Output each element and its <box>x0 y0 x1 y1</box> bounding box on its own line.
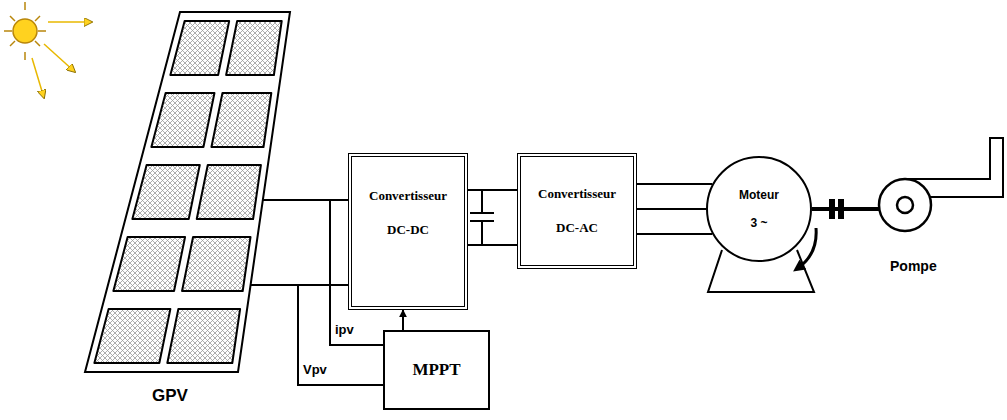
text-group: Convertisseur DC-DC <box>358 179 458 247</box>
pump-symbol: Pompe <box>850 120 1005 285</box>
text-group: GPV <box>120 386 220 406</box>
motor-circle: Moteur 3 ~ <box>705 155 813 263</box>
wire-line <box>637 208 706 210</box>
node-label: Convertisseur DC-DC <box>358 179 458 247</box>
wire-line <box>468 244 517 246</box>
mppt-box: MPPT <box>383 330 490 410</box>
node-label: Convertisseur DC-AC <box>527 177 627 245</box>
wire-line <box>637 233 712 235</box>
text-group: MPPT <box>412 360 460 380</box>
connector-wire <box>251 200 348 285</box>
node-label: GPV <box>120 386 220 406</box>
sunlight-arrows <box>32 22 92 98</box>
dc-ac-inverter: Convertisseur DC-AC <box>517 153 637 269</box>
node-label: MPPT <box>412 360 460 380</box>
node-label: Moteur <box>739 188 779 202</box>
signal-name: ipv <box>334 322 355 337</box>
pv-panel-outline <box>80 8 295 408</box>
text-group: Pompe <box>890 258 937 274</box>
text-group: Convertisseur DC-AC <box>527 177 627 245</box>
wire-line <box>402 310 404 330</box>
shaft-coupling <box>829 199 844 219</box>
dc-dc-converter: Convertisseur DC-DC <box>348 153 468 310</box>
node-label: 3 ~ <box>750 216 767 230</box>
text-group: Moteur 3 ~ <box>739 188 779 230</box>
wire-line <box>637 183 712 185</box>
node-label: Pompe <box>890 258 937 274</box>
connector-wire <box>403 310 404 330</box>
connector-wire <box>637 184 712 234</box>
motor-outline <box>705 155 813 263</box>
connector-wire <box>468 190 517 245</box>
signal-name: Vpv <box>302 362 328 377</box>
sun-symbol <box>4 2 46 60</box>
capacitor-symbol <box>470 190 494 245</box>
wire-line <box>468 189 517 191</box>
pv-generator: GPV <box>80 8 295 408</box>
